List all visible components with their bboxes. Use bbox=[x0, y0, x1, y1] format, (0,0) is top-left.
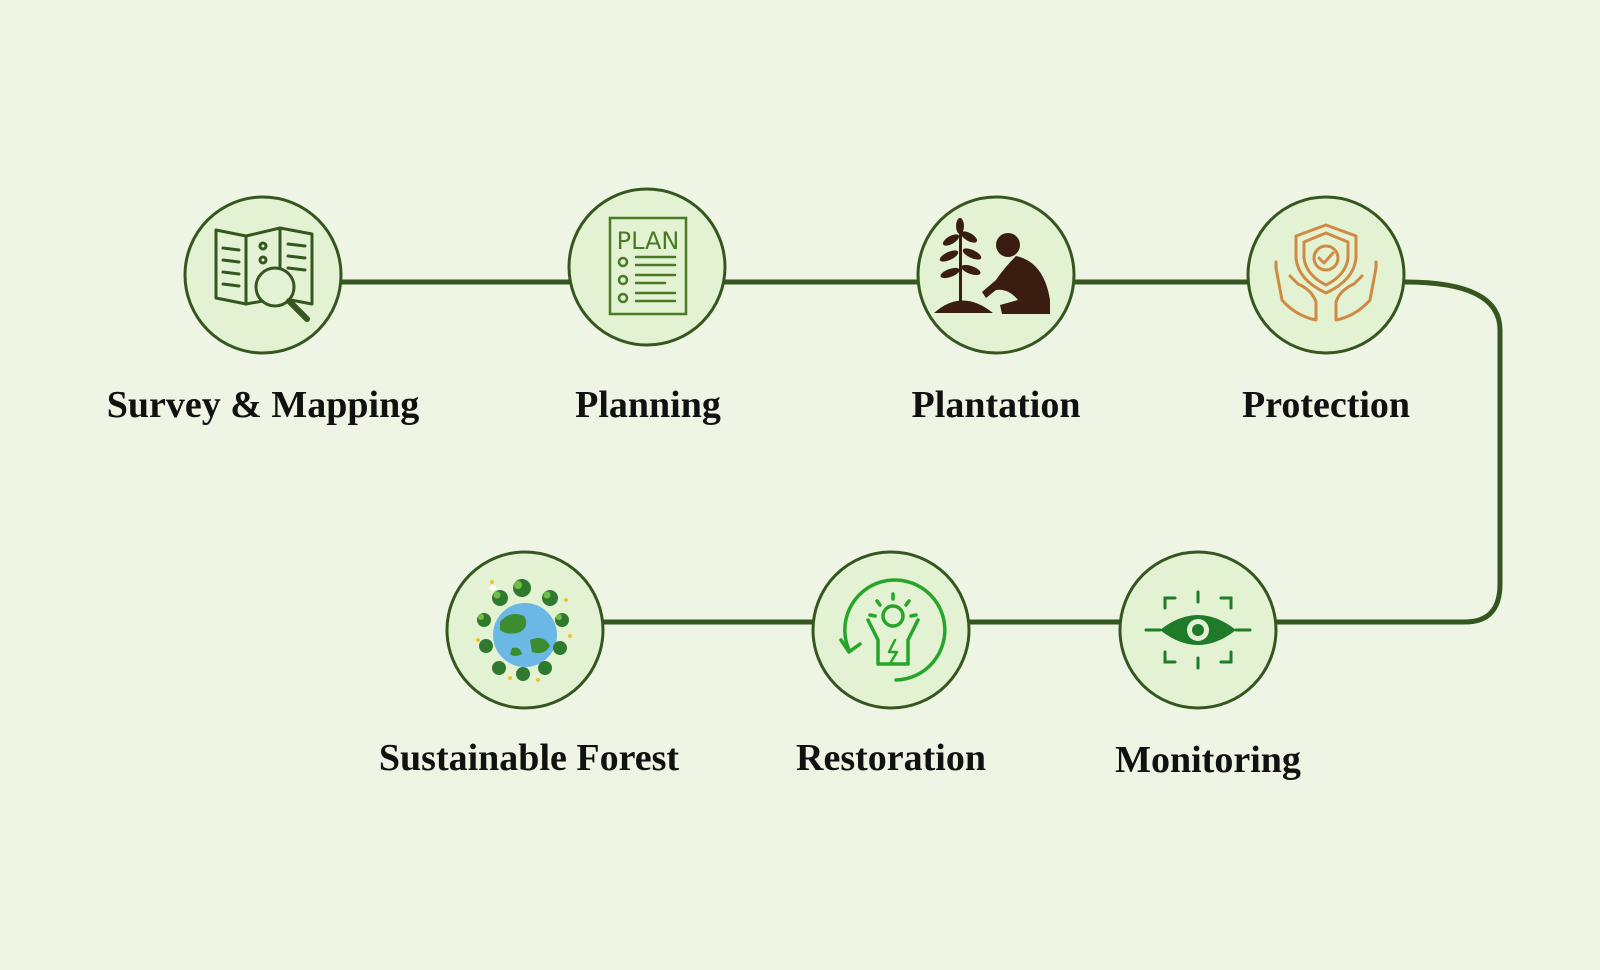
restoration-person-icon bbox=[839, 578, 947, 682]
earth-trees-icon bbox=[476, 579, 572, 682]
person-planting-icon bbox=[934, 218, 1050, 314]
step-label: Planning bbox=[575, 384, 721, 426]
step-label: Monitoring bbox=[1115, 739, 1301, 781]
step-node-circle bbox=[1246, 195, 1406, 355]
step-monitoring: Monitoring bbox=[1115, 550, 1301, 781]
map-magnifier-icon bbox=[214, 226, 314, 322]
step-protection: Protection bbox=[1242, 195, 1410, 426]
step-node-circle bbox=[811, 550, 971, 710]
step-label: Protection bbox=[1242, 384, 1410, 426]
step-sustainable-forest: Sustainable Forest bbox=[379, 550, 680, 779]
step-restoration: Restoration bbox=[796, 550, 986, 779]
plan-document-icon: PLAN bbox=[608, 216, 688, 316]
step-label: Restoration bbox=[796, 737, 986, 779]
eye-focus-icon bbox=[1144, 590, 1252, 670]
step-survey-mapping: Survey & Mapping bbox=[107, 195, 419, 426]
step-label: Plantation bbox=[912, 384, 1081, 426]
step-label: Survey & Mapping bbox=[107, 384, 419, 426]
step-planning: PLAN Planning bbox=[567, 187, 727, 426]
step-plantation: Plantation bbox=[912, 195, 1081, 426]
connector-line bbox=[340, 279, 1503, 625]
step-label: Sustainable Forest bbox=[379, 737, 680, 779]
shield-hands-icon bbox=[1274, 223, 1378, 322]
step-node-circle bbox=[567, 187, 727, 347]
plan-icon-text: PLAN bbox=[617, 227, 680, 255]
